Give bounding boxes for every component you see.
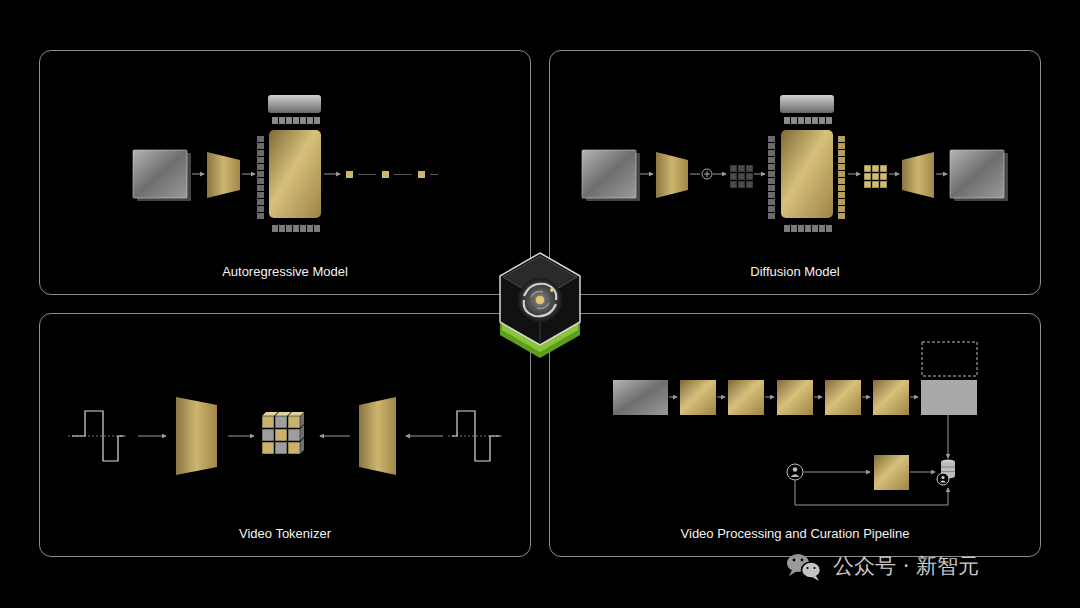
panel-caption: Autoregressive Model: [222, 264, 348, 280]
panel-caption: Diffusion Model: [750, 264, 839, 280]
tokenizer-illustration: [68, 397, 504, 475]
panel-caption: Video Tokenizer: [239, 526, 331, 542]
watermark: 公众号 · 新智元: [833, 553, 979, 579]
wechat-icon: [787, 554, 821, 581]
diffusion-illustration: [582, 95, 1008, 232]
panel-box: Autoregressive Model: [39, 50, 531, 295]
panel-box: Diffusion Model: [549, 50, 1041, 295]
pipeline-illustration: [613, 342, 977, 505]
autoregressive-illustration: [133, 95, 438, 232]
panel-box: Video Tokenizer: [39, 313, 531, 557]
panel-box: Video Processing and Curation Pipeline: [549, 313, 1041, 557]
panel-caption: Video Processing and Curation Pipeline: [681, 526, 910, 542]
